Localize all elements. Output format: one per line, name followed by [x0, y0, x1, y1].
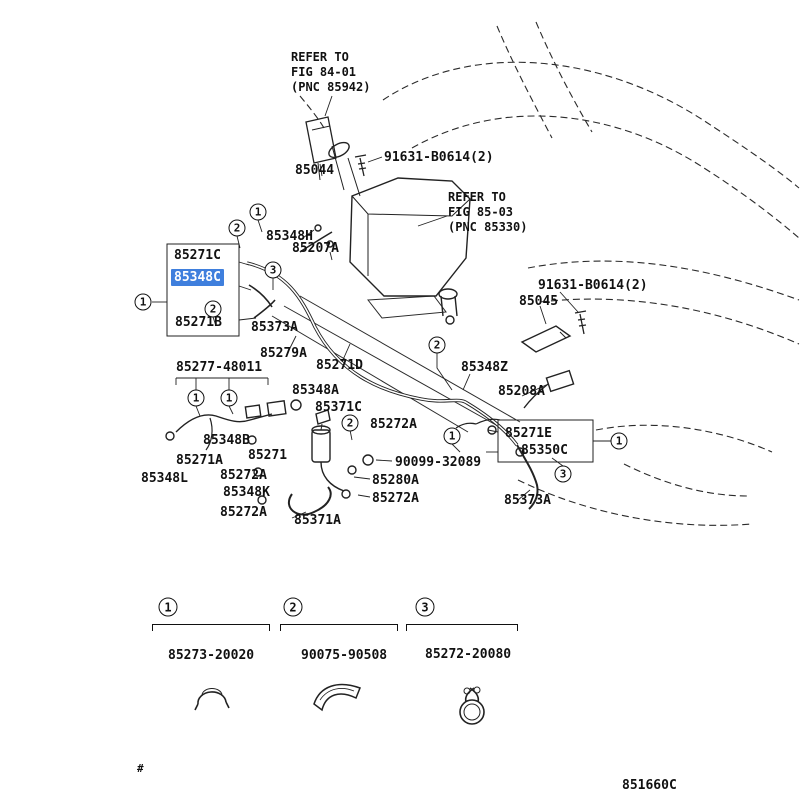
part-label-85348H[interactable]: 85348H [266, 229, 313, 244]
legend-callout-2: 2 [283, 597, 303, 617]
legend-bracket [152, 624, 270, 631]
part-label-85350C[interactable]: 85350C [521, 443, 568, 458]
legend-callout-1: 1 [158, 597, 178, 617]
part-label-90099-32089[interactable]: 90099-32089 [395, 455, 482, 470]
part-label-85208A[interactable]: 85208A [498, 384, 545, 399]
leader-lines [152, 95, 611, 519]
part-label-85277-48011[interactable]: 85277-48011 [176, 360, 263, 375]
wire-clip-icon [459, 686, 485, 725]
part-label-85044[interactable]: 85044 [295, 163, 335, 178]
callout-2: 2 [228, 219, 246, 237]
legend-item-3: 3 85272-20080 [392, 596, 532, 746]
part-label-85045[interactable]: 85045 [519, 294, 559, 309]
refer-note-line: (PNC 85942) [291, 80, 371, 94]
legend-item-1: 1 85273-20020 [138, 596, 278, 746]
bracket-85044 [305, 116, 337, 181]
legend-part-number[interactable]: 85272-20080 [425, 647, 512, 662]
part-label-85207A[interactable]: 85207A [292, 241, 339, 256]
band-clamp-icon [313, 683, 361, 712]
part-label-85279A[interactable]: 85279A [260, 346, 307, 361]
main-hose [246, 231, 519, 447]
legend-item-2: 2 90075-90508 [266, 596, 406, 746]
part-label-85271A[interactable]: 85271A [176, 453, 223, 468]
center-pump-assembly [287, 409, 374, 516]
refer-note-fig84: REFER TO FIG 84-01 (PNC 85942) [291, 50, 370, 95]
part-label-85373A[interactable]: 85373A [504, 493, 551, 508]
part-label-85348B[interactable]: 85348B [203, 433, 250, 448]
print-registration-mark: # [137, 762, 144, 775]
legend: 1 85273-20020 2 90075-90508 [0, 596, 800, 796]
screw-icon-right [574, 310, 587, 335]
part-label-91631-B0614(2)[interactable]: 91631-B0614(2) [384, 150, 494, 165]
callout-1: 1 [610, 432, 628, 450]
washer-pump [438, 288, 458, 325]
part-label-85272A[interactable]: 85272A [370, 417, 417, 432]
callout-1: 1 [134, 293, 152, 311]
part-label-85371C[interactable]: 85371C [315, 400, 362, 415]
part-label-85371A[interactable]: 85371A [294, 513, 341, 528]
legend-part-number[interactable]: 85273-20020 [168, 648, 255, 663]
callout-1: 1 [187, 389, 205, 407]
part-label-85272A[interactable]: 85272A [220, 505, 267, 520]
cowl-panel-lines [271, 295, 521, 433]
refer-note-line: REFER TO [291, 50, 349, 64]
part-label-85271B[interactable]: 85271B [175, 315, 222, 330]
washer-reservoir [314, 141, 471, 325]
part-label-85272A[interactable]: 85272A [220, 468, 267, 483]
refer-note-line: (PNC 85330) [448, 220, 528, 234]
screw-icon-top [354, 154, 367, 177]
callout-3: 3 [264, 261, 282, 279]
callout-1: 1 [443, 427, 461, 445]
refer-note-fig85: REFER TO FIG 85-03 (PNC 85330) [448, 190, 527, 235]
part-label-85348A[interactable]: 85348A [292, 383, 339, 398]
callout-2: 2 [341, 414, 359, 432]
part-label-85271E[interactable]: 85271E [505, 426, 552, 441]
callout-2: 2 [428, 336, 446, 354]
callout-1: 1 [249, 203, 267, 221]
car-body-outline [299, 21, 800, 526]
legend-callout-3: 3 [415, 597, 435, 617]
part-label-85373A[interactable]: 85373A [251, 320, 298, 335]
refer-note-line: FIG 84-01 [291, 65, 357, 79]
part-label-85272A[interactable]: 85272A [372, 491, 419, 506]
callout-1: 1 [220, 389, 238, 407]
part-label-85280A[interactable]: 85280A [372, 473, 419, 488]
callout-2: 2 [204, 300, 222, 318]
left-nozzle-assembly [165, 399, 302, 505]
refer-note-line: FIG 85-03 [448, 205, 514, 219]
part-label-85348Z[interactable]: 85348Z [461, 360, 508, 375]
legend-bracket [406, 624, 518, 631]
legend-bracket [280, 624, 398, 631]
part-label-85271D[interactable]: 85271D [316, 358, 363, 373]
hose-clamp-icon [194, 688, 230, 711]
callout-3: 3 [554, 465, 572, 483]
part-label-91631-B0614(2)[interactable]: 91631-B0614(2) [538, 278, 648, 293]
diagram-code: 851660C [622, 778, 677, 793]
part-label-85348L[interactable]: 85348L [141, 471, 188, 486]
part-label-85348C[interactable]: 85348C [171, 269, 224, 286]
right-nozzle-assembly [455, 325, 575, 510]
part-label-85348K[interactable]: 85348K [223, 485, 270, 500]
part-label-85271C[interactable]: 85271C [174, 248, 221, 263]
legend-part-number[interactable]: 90075-90508 [301, 648, 388, 663]
refer-note-line: REFER TO [448, 190, 506, 204]
part-label-85271[interactable]: 85271 [248, 448, 288, 463]
